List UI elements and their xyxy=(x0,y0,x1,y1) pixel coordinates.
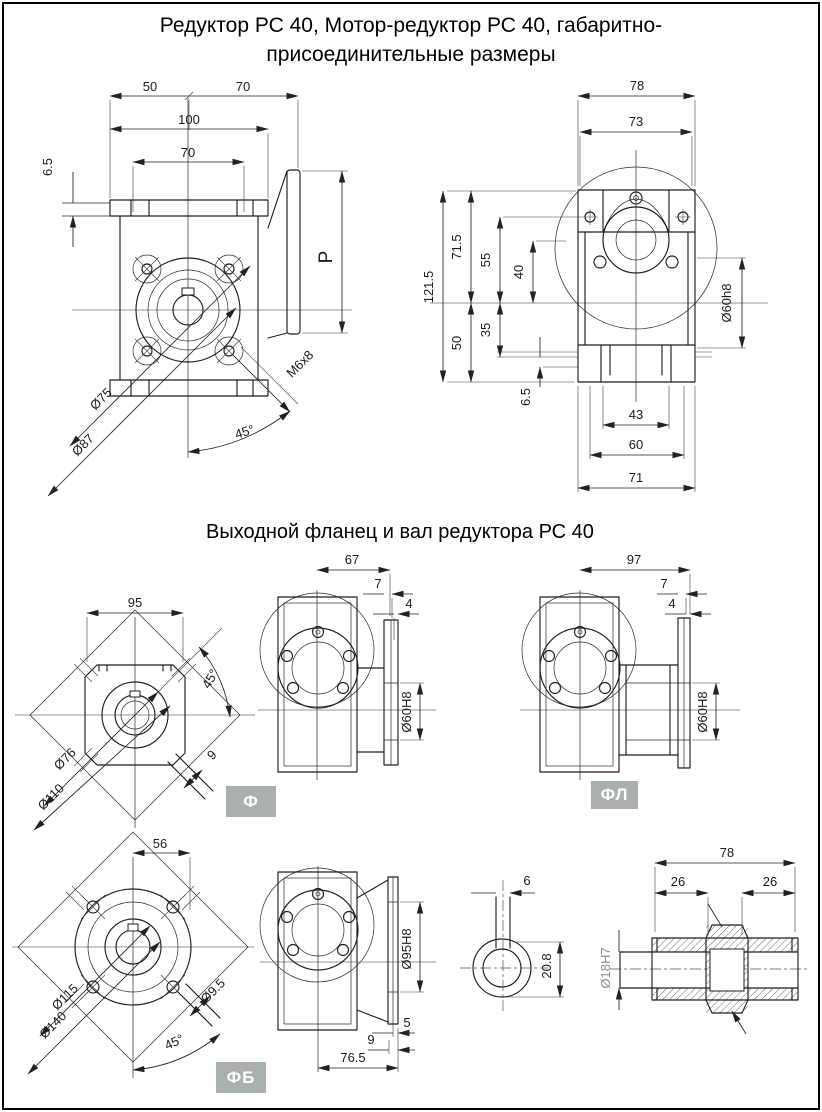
dim-6: 6 xyxy=(523,873,530,888)
dim-4fl: 4 xyxy=(668,596,675,611)
view-flange-fb-side: Ø95H8 5 9 76.5 xyxy=(259,866,436,1072)
dim-d60H8-fl: Ø60H8 xyxy=(695,691,710,732)
dim-70-inner: 70 xyxy=(181,145,195,160)
page-title-line1: Редуктор РС 40, Мотор-редуктор РС 40, га… xyxy=(159,14,663,37)
dim-45deg-f: 45° xyxy=(199,666,222,691)
dim-45deg-fb: 45° xyxy=(162,1031,186,1053)
dim-20-8: 20.8 xyxy=(539,953,554,978)
view-flange-fl-side: 97 7 4 Ø60H8 xyxy=(520,552,740,780)
view-flange-f-front: 95 Ø76 Ø110 45° 9 xyxy=(15,595,255,831)
dim-d110: Ø110 xyxy=(35,781,67,813)
section-title: Выходной фланец и вал редуктора РС 40 xyxy=(206,521,594,543)
dim-5: 5 xyxy=(403,1015,410,1030)
dim-d9-5: Ø9.5 xyxy=(198,976,229,1007)
dim-26a: 26 xyxy=(671,874,685,889)
dim-40: 40 xyxy=(511,265,526,279)
dim-7fl: 7 xyxy=(660,576,667,591)
dim-7f: 7 xyxy=(374,576,381,591)
dim-67: 67 xyxy=(345,552,359,567)
dim-76-5: 76.5 xyxy=(340,1050,365,1065)
dim-71: 71 xyxy=(629,470,643,485)
dim-P: P xyxy=(316,251,337,264)
view-gearbox-side: 50 70 100 70 6.5 P Ø75 Ø87 M6x8 45° xyxy=(40,79,352,497)
dim-d60H8-f: Ø60H8 xyxy=(399,691,414,732)
dim-60: 60 xyxy=(629,437,643,452)
page-title-line2: присоединительные размеры xyxy=(266,42,556,66)
view-flange-fb-front: 56 Ø115 Ø140 Ø9.5 45° xyxy=(12,831,254,1078)
page-title: Редуктор РС 40, Мотор-редуктор РС 40, га… xyxy=(0,12,822,70)
dim-35: 35 xyxy=(478,323,493,337)
dim-95: 95 xyxy=(128,595,142,610)
dim-56: 56 xyxy=(153,836,167,851)
dim-78: 78 xyxy=(630,78,644,93)
dim-26b: 26 xyxy=(763,874,777,889)
dim-43: 43 xyxy=(629,407,643,422)
dim-9g: 9 xyxy=(367,1032,374,1047)
dim-d95H8: Ø95H8 xyxy=(399,928,414,969)
dim-121-5: 121.5 xyxy=(421,271,436,304)
dim-50v: 50 xyxy=(449,336,464,350)
dim-m6x8: M6x8 xyxy=(283,347,316,380)
dim-4f: 4 xyxy=(405,596,412,611)
view-shaft-section: 78 26 26 Ø18H7 xyxy=(598,845,810,1035)
view-shaft-end: 6 20.8 xyxy=(460,873,564,1014)
badge-fl: ФЛ xyxy=(591,781,638,809)
dim-6-5b: 6.5 xyxy=(518,388,533,406)
dim-73: 73 xyxy=(629,114,643,129)
badge-f: Ф xyxy=(226,786,276,817)
dim-100: 100 xyxy=(178,112,200,127)
dim-9: 9 xyxy=(204,747,220,763)
dim-50: 50 xyxy=(143,79,157,94)
dim-d75: Ø75 xyxy=(87,385,115,413)
dim-d115: Ø115 xyxy=(49,981,81,1013)
dim-d60h8: Ø60h8 xyxy=(719,283,734,322)
dim-d76: Ø76 xyxy=(51,745,79,773)
dim-71-5: 71.5 xyxy=(449,234,464,259)
dim-d140: Ø140 xyxy=(36,1008,69,1041)
view-gearbox-front: 78 73 121.5 71.5 50 55 35 40 6.5 43 60 7… xyxy=(421,78,768,492)
dim-45deg: 45° xyxy=(233,422,256,442)
badge-fb: ФБ xyxy=(216,1062,266,1093)
dim-70-top: 70 xyxy=(236,79,250,94)
dim-97: 97 xyxy=(627,552,641,567)
dim-d18H7: Ø18H7 xyxy=(598,947,613,988)
dim-55: 55 xyxy=(478,253,493,267)
view-flange-f-side: 67 7 4 Ø60H8 xyxy=(258,552,436,780)
dim-6-5: 6.5 xyxy=(40,158,55,176)
dim-78s: 78 xyxy=(720,845,734,860)
dim-d87: Ø87 xyxy=(69,431,97,459)
